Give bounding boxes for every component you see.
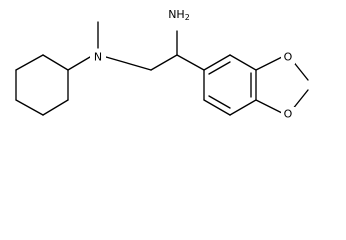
atom-o1-label: O xyxy=(284,51,293,64)
atom-nh2-element: NH xyxy=(168,8,185,21)
atom-o2-label: O xyxy=(284,108,293,121)
dioxole-ring xyxy=(255,56,309,114)
bond-ch-aryl xyxy=(176,54,205,71)
atom-o1: O xyxy=(281,50,295,64)
molecule-structure: N NH2 O O xyxy=(15,8,309,121)
bond-ring-to-n xyxy=(67,56,91,71)
double-bond-3 xyxy=(208,95,231,109)
cyclohexane-ring xyxy=(15,54,69,116)
atom-n: N xyxy=(90,50,106,64)
benzene-ring xyxy=(203,54,257,116)
atom-nh2: NH2 xyxy=(166,8,190,24)
atom-nh2-subscript: 2 xyxy=(185,13,190,22)
amine-chain xyxy=(67,21,205,71)
atom-o2: O xyxy=(281,107,295,121)
bond-ch2-ch xyxy=(150,54,178,71)
atom-n-label: N xyxy=(94,51,102,64)
atom-nh2-label: NH2 xyxy=(168,8,190,22)
double-bond-1 xyxy=(208,61,231,75)
bond-n-ch2 xyxy=(105,56,152,71)
